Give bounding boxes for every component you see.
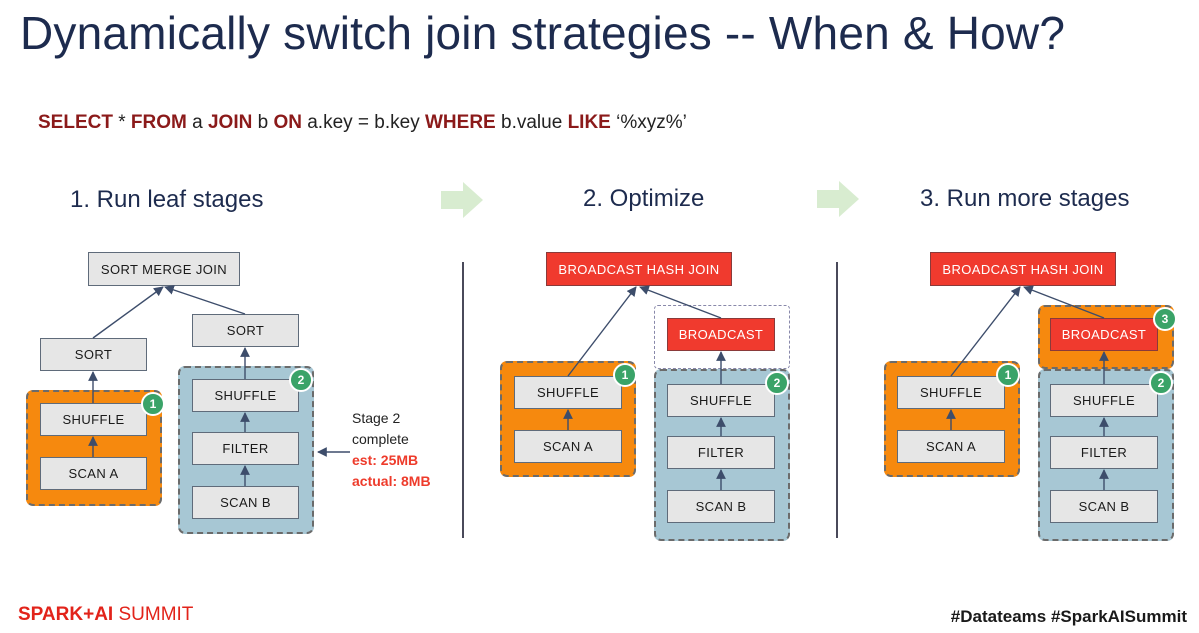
right-arrow-icon [817, 181, 859, 217]
note-line-1: Stage 2 [352, 410, 401, 426]
spark-ai-summit-logo: SPARK+AI SUMMIT [18, 604, 193, 626]
broadcast-hash-join-node: BROADCAST HASH JOIN [930, 252, 1116, 286]
edge-broadcast-to-join [639, 285, 722, 319]
stage-complete-note: Stage 2 complete est: 25MB actual: 8MB [352, 408, 431, 492]
sql-condition: a.key = b.key [301, 112, 425, 133]
right-arrow-icon [441, 182, 483, 218]
stage-badge-2: 2 [1149, 371, 1173, 395]
filter-node: FILTER [667, 436, 775, 469]
stage-badge-1: 1 [141, 392, 165, 416]
sql-star: * [112, 112, 131, 133]
sql-pattern: ‘%xyz%’ [610, 112, 687, 133]
step-2-heading: 2. Optimize [583, 185, 705, 212]
scan-a-node: SCAN A [514, 430, 622, 463]
step-3-heading: 3. Run more stages [920, 185, 1130, 212]
panel-divider [836, 262, 838, 538]
shuffle-a-node: SHUFFLE [40, 403, 147, 436]
sql-keyword-from: FROM [130, 112, 187, 133]
sql-table-a: a [186, 112, 208, 133]
scan-b-node: SCAN B [1050, 490, 1158, 523]
broadcast-hash-join-node: BROADCAST HASH JOIN [546, 252, 732, 286]
shuffle-a-node: SHUFFLE [514, 376, 622, 409]
note-line-2: complete [352, 431, 409, 447]
hashtags: #Datateams #SparkAISummit [950, 607, 1187, 626]
shuffle-b-node: SHUFFLE [667, 384, 775, 417]
stage-badge-2: 2 [765, 371, 789, 395]
sort-right-node: SORT [192, 314, 299, 347]
logo-summit: SUMMIT [113, 604, 194, 625]
broadcast-node: BROADCAST [667, 318, 775, 351]
scan-b-node: SCAN B [667, 490, 775, 523]
stage-badge-2: 2 [289, 368, 313, 392]
sort-left-node: SORT [40, 338, 147, 371]
stage-badge-1: 1 [613, 363, 637, 387]
stage-badge-3: 3 [1153, 307, 1177, 331]
broadcast-stage-box [654, 305, 790, 369]
step-1-heading: 1. Run leaf stages [70, 186, 264, 213]
shuffle-b-node: SHUFFLE [1050, 384, 1158, 417]
sql-table-b: b [252, 112, 274, 133]
logo-spark-ai: SPARK+AI [18, 604, 114, 625]
edge-broadcast-to-join [1023, 285, 1105, 319]
sql-query: SELECT * FROM a JOIN b ON a.key = b.key … [38, 112, 687, 134]
note-estimate: est: 25MB [352, 452, 419, 468]
stage-badge-1: 1 [996, 363, 1020, 387]
sql-keyword-on: ON [273, 112, 302, 133]
shuffle-a-node: SHUFFLE [897, 376, 1005, 409]
sql-keyword-where: WHERE [425, 112, 496, 133]
scan-a-node: SCAN A [40, 457, 147, 490]
edge-sort-right-to-join [164, 285, 246, 315]
scan-b-node: SCAN B [192, 486, 299, 519]
filter-node: FILTER [1050, 436, 1158, 469]
broadcast-node: BROADCAST [1050, 318, 1158, 351]
note-actual: actual: 8MB [352, 473, 431, 489]
panel-divider [462, 262, 464, 538]
edge-sort-left-to-join [92, 286, 164, 339]
edge-shuffle-a-to-join [567, 286, 637, 377]
sql-keyword-select: SELECT [38, 112, 113, 133]
edge-shuffle-a-to-join [950, 286, 1021, 377]
slide-title: Dynamically switch join strategies -- Wh… [20, 7, 1066, 59]
sql-keyword-like: LIKE [567, 112, 611, 133]
sql-column: b.value [495, 112, 568, 133]
filter-node: FILTER [192, 432, 299, 465]
sort-merge-join-node: SORT MERGE JOIN [88, 252, 240, 286]
scan-a-node: SCAN A [897, 430, 1005, 463]
sql-keyword-join: JOIN [207, 112, 253, 133]
shuffle-b-node: SHUFFLE [192, 379, 299, 412]
